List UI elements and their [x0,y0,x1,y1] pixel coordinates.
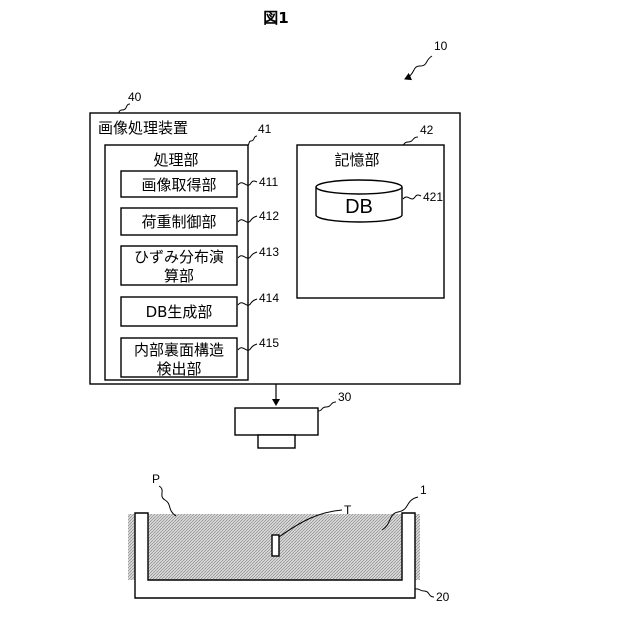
system-ref-label: 10 [434,39,448,53]
specimen-ref-label: 1 [420,483,427,497]
database-label: DB [345,196,373,218]
module-ref-415: 415 [259,336,279,350]
storage-unit-label: 記憶部 [334,151,379,169]
database-ref-label: 421 [423,190,443,204]
container-ref-leader [415,589,434,597]
image-processing-device-label: 画像処理装置 [98,119,188,137]
module-ref-413: 413 [259,245,279,259]
module-label-image-acquisition: 画像取得部 [141,176,216,194]
module-label-strain-distribution-line2: 算部 [164,267,194,285]
camera-body [235,408,318,435]
figure-title: 図1 [263,9,288,27]
hatched-region-ref-label: P [152,472,160,486]
module-label-internal-structure-detection-line1: 内部裏面構造 [134,341,224,359]
processing-unit-ref-label: 41 [258,122,272,136]
container-ref-label: 20 [436,590,450,604]
system-ref-arrow [405,56,432,79]
module-ref-414: 414 [259,291,279,305]
module-label-load-control: 荷重制御部 [141,213,216,231]
processing-unit-label: 処理部 [153,151,198,169]
module-label-strain-distribution-line1: ひずみ分布演 [134,248,224,266]
device-ref-label: 40 [128,90,142,104]
module-ref-412: 412 [259,209,279,223]
module-label-db-generation: DB生成部 [146,303,213,321]
module-label-internal-structure-detection-line2: 検出部 [156,360,201,378]
storage-unit-ref-label: 42 [420,123,434,137]
camera-ref-label: 30 [338,390,352,404]
module-ref-411: 411 [259,175,278,189]
hatched-region-ref-leader [159,486,176,516]
camera-ref-leader [318,402,336,411]
camera-lens [258,435,295,448]
marker-ref-label: T [344,503,352,517]
marker-element [272,535,279,556]
